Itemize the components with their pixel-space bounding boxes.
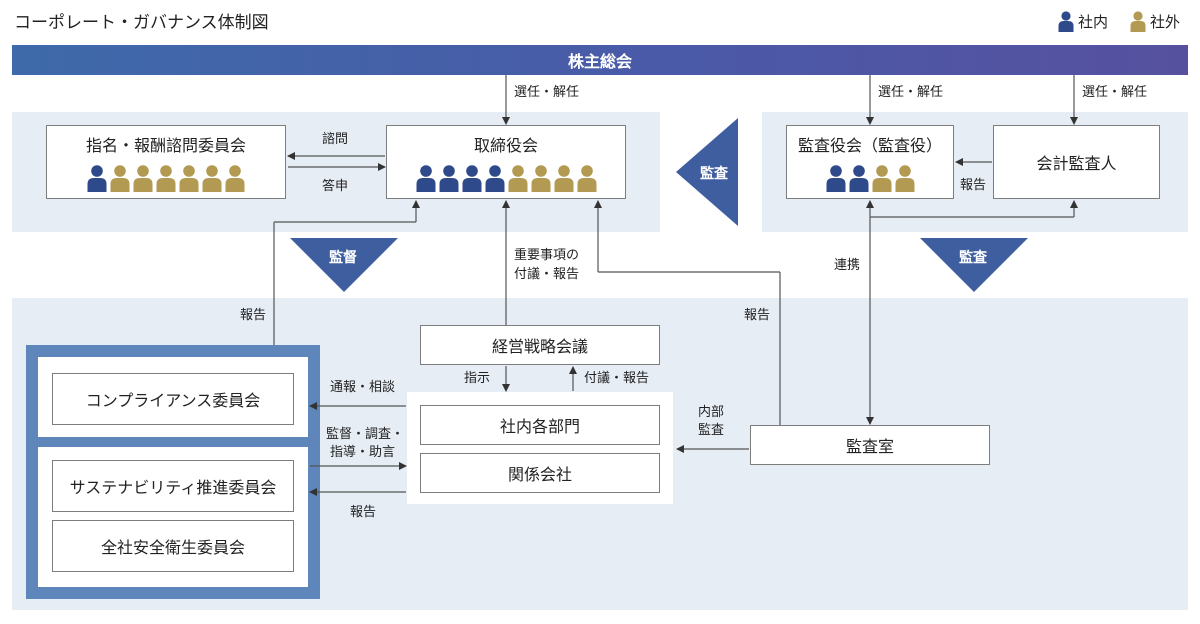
audit-board-members bbox=[826, 164, 915, 192]
label-appoint-audit: 選任・解任 bbox=[878, 85, 944, 100]
compliance-committee-box: コンプライアンス委員会 bbox=[52, 373, 294, 425]
audit-left-triangle bbox=[676, 118, 738, 226]
person-icon-external bbox=[110, 165, 130, 192]
audit-board-box: 監査役会（監査役） bbox=[786, 125, 954, 199]
management-strategy-label: 経営戦略会議 bbox=[491, 337, 588, 356]
person-icon-internal bbox=[485, 165, 504, 192]
person-icon-internal bbox=[462, 165, 481, 192]
person-icon-internal bbox=[87, 165, 107, 192]
legend-internal: 社内 bbox=[1058, 10, 1108, 32]
label-report-left: 報告 bbox=[240, 308, 267, 323]
label-instruct: 指示 bbox=[464, 371, 491, 386]
label-important-matters-2: 付議・報告 bbox=[514, 267, 580, 282]
board-members bbox=[416, 164, 597, 192]
person-icon-external bbox=[508, 165, 527, 192]
sustainability-committee-box: サステナビリティ推進委員会 bbox=[52, 460, 294, 512]
audit-right-triangle bbox=[920, 238, 1028, 292]
person-icon-external bbox=[531, 165, 550, 192]
audit-right-label: 監査 bbox=[959, 250, 987, 266]
affiliates-box: 関係会社 bbox=[420, 453, 660, 493]
label-consult: 諮問 bbox=[322, 132, 349, 147]
person-icon-external bbox=[156, 165, 176, 192]
compliance-committee-label: コンプライアンス委員会 bbox=[85, 391, 261, 410]
person-icon-external bbox=[895, 165, 914, 192]
nomination-committee-label: 指名・報酬諮問委員会 bbox=[85, 136, 246, 155]
label-guide-1: 監督・調査・ bbox=[326, 427, 405, 442]
person-icon-external bbox=[202, 165, 222, 192]
person-icon-internal bbox=[439, 165, 458, 192]
legend-internal-label: 社内 bbox=[1078, 12, 1109, 31]
person-icon-external bbox=[1130, 11, 1146, 32]
person-icon-external bbox=[179, 165, 199, 192]
nomination-members bbox=[87, 164, 245, 192]
person-icon-external bbox=[577, 165, 596, 192]
label-answer: 答申 bbox=[322, 179, 349, 194]
label-appoint-board: 選任・解任 bbox=[514, 85, 580, 100]
label-whistle: 通報・相談 bbox=[330, 380, 396, 395]
label-internal-audit-1: 内部 bbox=[698, 405, 725, 420]
label-important-matters-1: 重要事項の bbox=[514, 248, 580, 263]
legend-external: 社外 bbox=[1130, 10, 1180, 32]
label-submit-report: 付議・報告 bbox=[584, 371, 650, 386]
person-icon-internal bbox=[416, 165, 435, 192]
person-icon-external bbox=[225, 165, 245, 192]
diagram-title: コーポレート・ガバナンス体制図 bbox=[14, 13, 269, 33]
audit-office-box: 監査室 bbox=[750, 425, 990, 465]
person-icon-internal bbox=[826, 165, 845, 192]
supervise-label: 監督 bbox=[329, 250, 357, 266]
legend-external-label: 社外 bbox=[1150, 12, 1181, 31]
board-label: 取締役会 bbox=[473, 136, 538, 155]
sustainability-committee-label: サステナビリティ推進委員会 bbox=[69, 478, 277, 497]
label-report-bottom: 報告 bbox=[350, 505, 377, 520]
nomination-committee-box: 指名・報酬諮問委員会 bbox=[46, 125, 286, 199]
person-icon-external bbox=[133, 165, 153, 192]
board-box: 取締役会 bbox=[386, 125, 626, 199]
person-icon-internal bbox=[1058, 11, 1074, 32]
safety-committee-label: 全社安全衛生委員会 bbox=[100, 538, 245, 557]
label-report-right: 報告 bbox=[744, 308, 771, 323]
label-liaison: 連携 bbox=[834, 258, 861, 273]
safety-committee-box: 全社安全衛生委員会 bbox=[52, 520, 294, 572]
accounting-auditor-label: 会計監査人 bbox=[1036, 154, 1117, 173]
person-icon-external bbox=[554, 165, 573, 192]
shareholders-meeting-band: 株主総会 bbox=[12, 45, 1188, 75]
label-appoint-auditor: 選任・解任 bbox=[1082, 85, 1148, 100]
audit-board-label: 監査役会（監査役） bbox=[797, 136, 942, 155]
management-strategy-box: 経営戦略会議 bbox=[420, 325, 660, 365]
person-icon-external bbox=[872, 165, 891, 192]
accounting-auditor-box: 会計監査人 bbox=[993, 125, 1160, 199]
internal-departments-box: 社内各部門 bbox=[420, 405, 660, 445]
label-guide-2: 指導・助言 bbox=[330, 445, 396, 460]
audit-office-label: 監査室 bbox=[845, 437, 894, 456]
person-icon-internal bbox=[849, 165, 868, 192]
affiliates-label: 関係会社 bbox=[507, 465, 572, 484]
supervise-triangle bbox=[290, 238, 398, 292]
internal-departments-label: 社内各部門 bbox=[499, 417, 580, 436]
audit-left-label: 監査 bbox=[700, 166, 728, 182]
label-internal-audit-2: 監査 bbox=[698, 423, 725, 438]
label-auditor-report: 報告 bbox=[960, 178, 987, 193]
